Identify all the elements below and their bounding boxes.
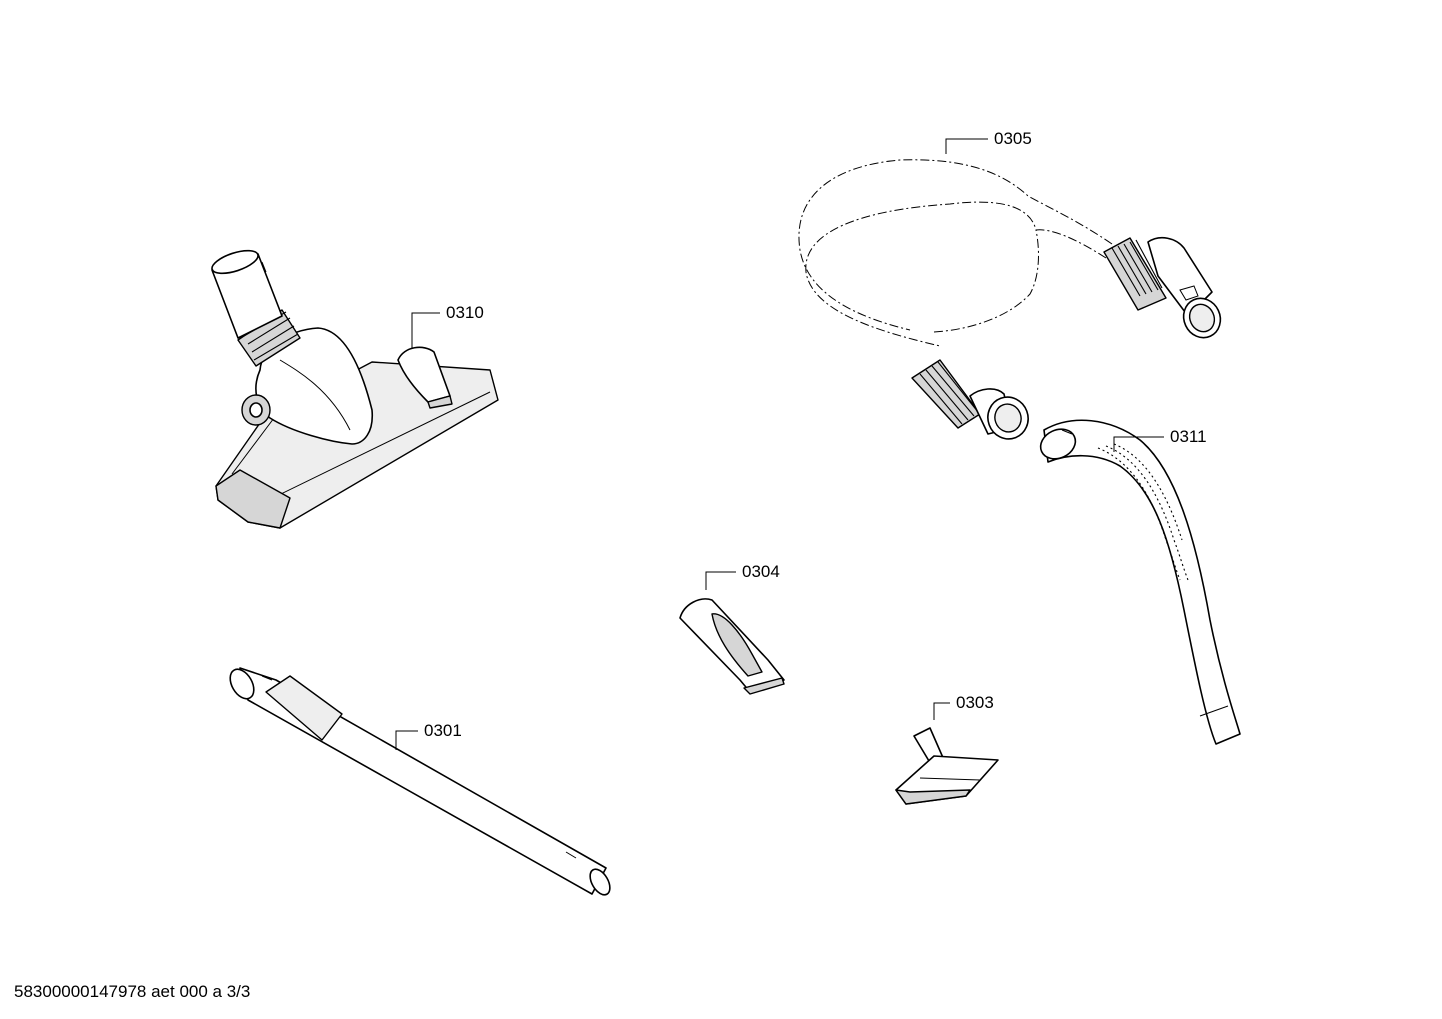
hose-handle-part [1039, 419, 1241, 745]
handle-grip-dots [1097, 443, 1189, 581]
floor-nozzle-part [211, 249, 499, 529]
upholstery-tool-part [895, 727, 999, 805]
document-footer-id: 58300000147978 aet 000 a 3/3 [14, 982, 251, 1001]
callout-label-0303: 0303 [956, 693, 994, 712]
crevice-tool-part [679, 598, 785, 695]
callout-label-0301: 0301 [424, 721, 462, 740]
flexible-hose-part [798, 159, 1222, 440]
callout-leaders [395, 138, 1164, 750]
callout-label-0305: 0305 [994, 129, 1032, 148]
callout-label-0311: 0311 [1170, 427, 1207, 446]
callout-label-0304: 0304 [742, 562, 780, 581]
telescopic-tube-part [229, 667, 611, 896]
callout-label-0310: 0310 [446, 303, 484, 322]
